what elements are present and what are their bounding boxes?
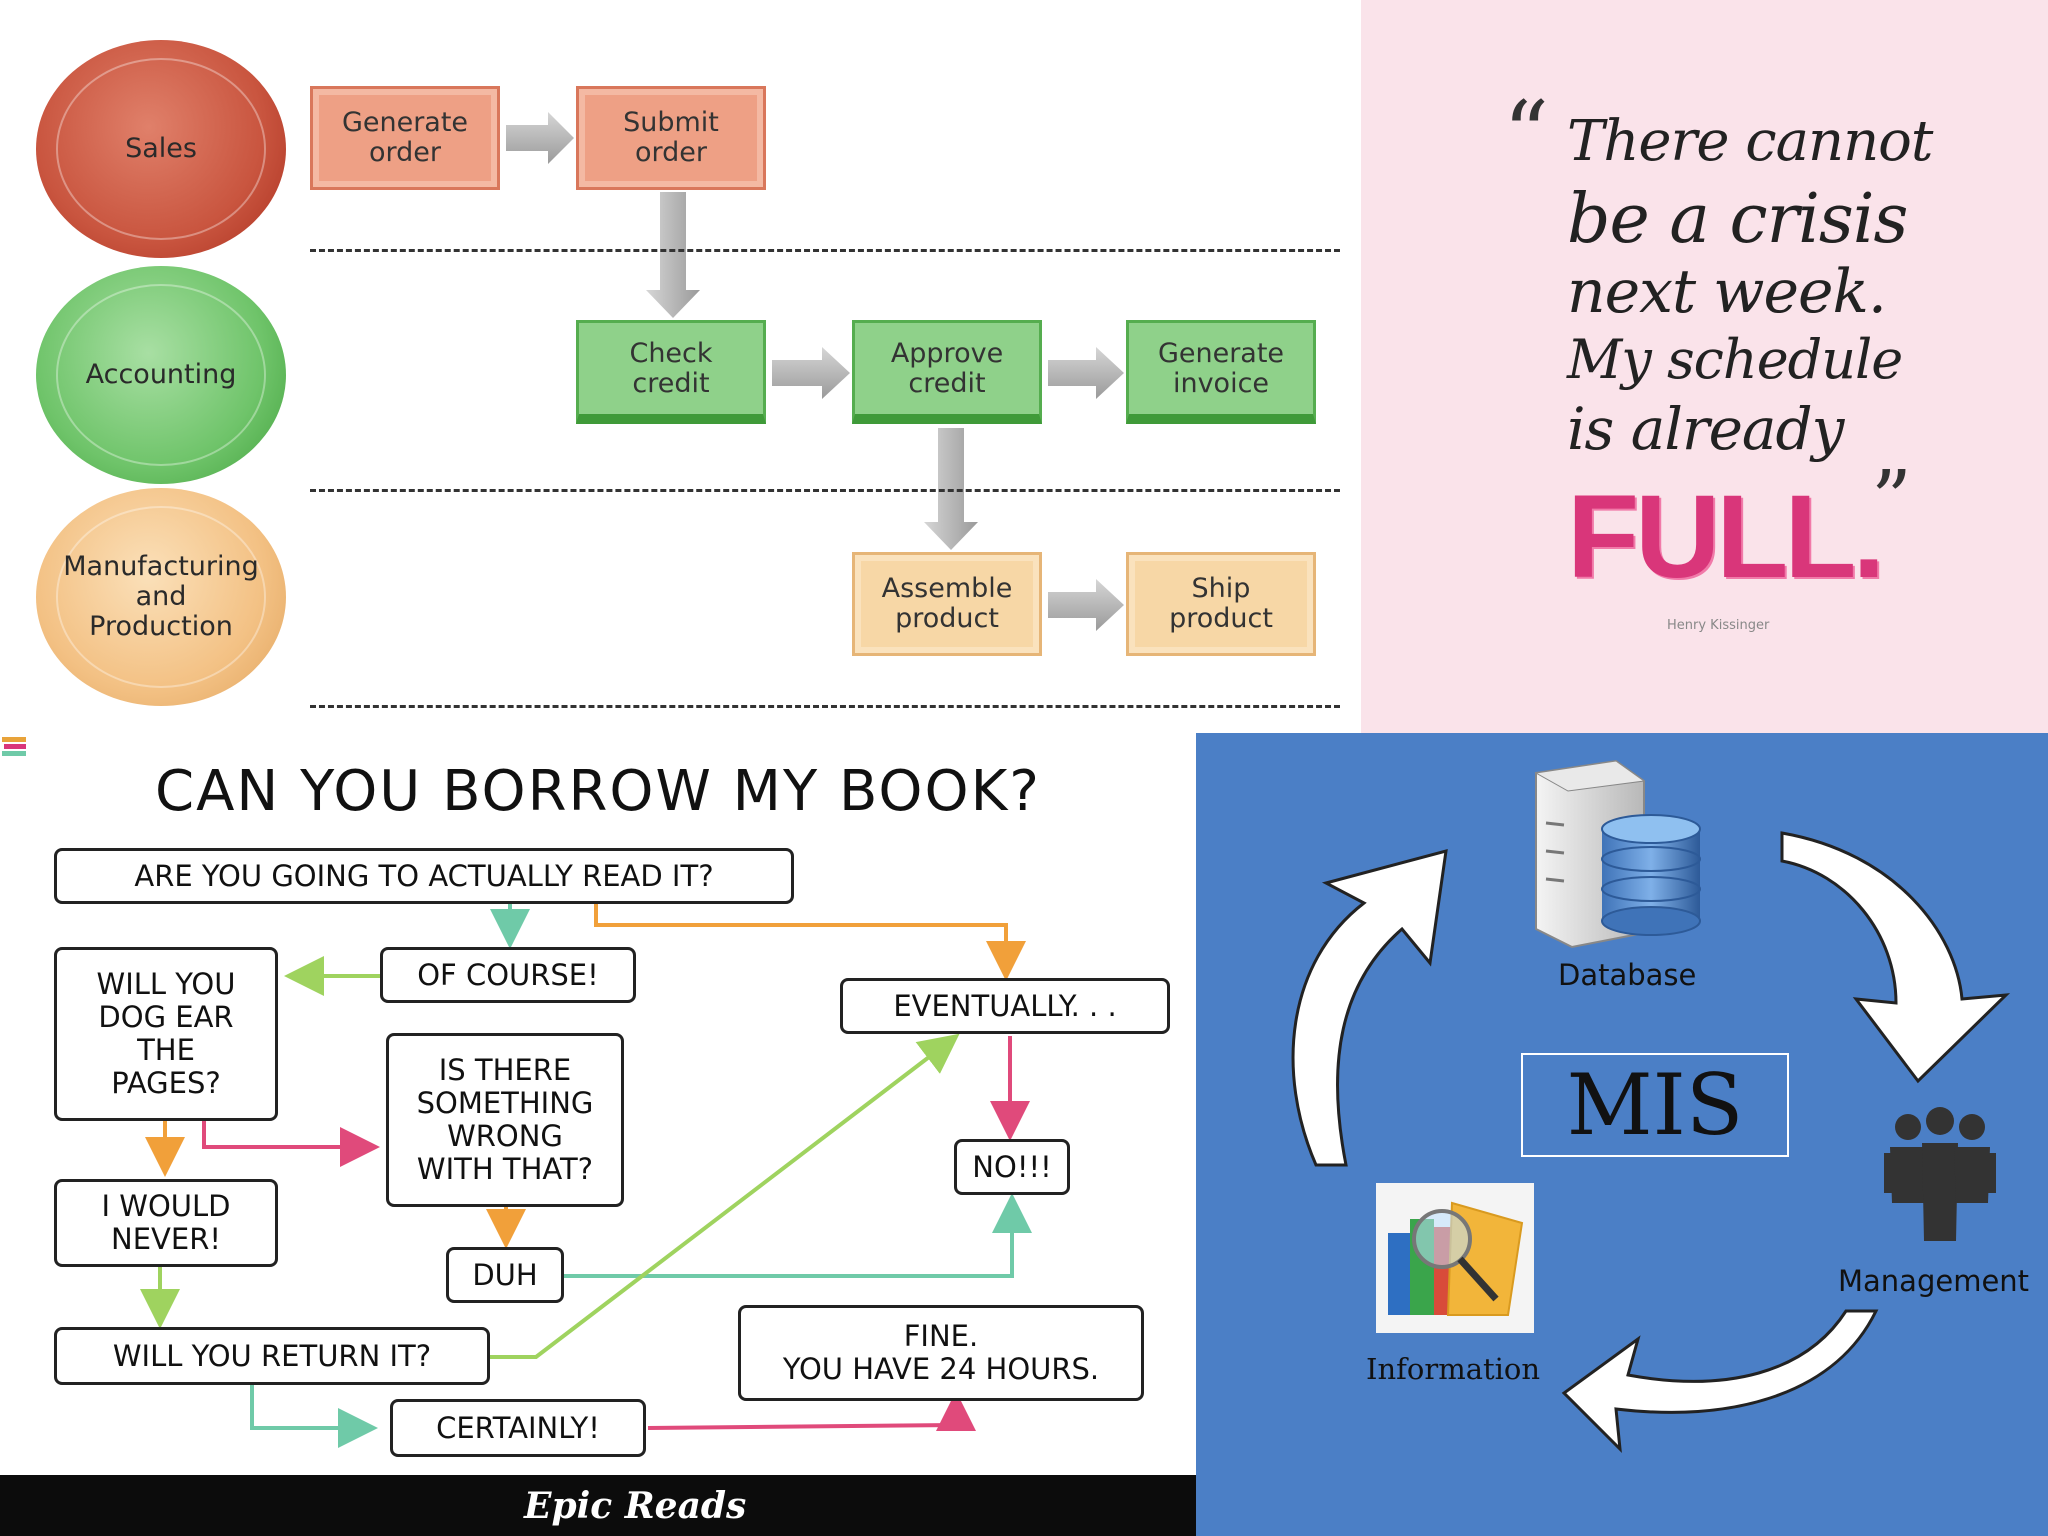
arrow-approve-to-invoice — [1048, 347, 1124, 399]
step-label: Generate — [341, 107, 469, 138]
mis-center-box: MIS — [1521, 1053, 1789, 1157]
label-database: Database — [1558, 958, 1697, 992]
arrow-generate-to-submit — [506, 112, 574, 164]
step-label: credit — [908, 367, 986, 399]
lane-divider — [310, 705, 1340, 708]
box-dog-ear: WILL YOU DOG EAR THE PAGES? — [54, 947, 278, 1121]
lane-divider — [310, 249, 1340, 252]
department-sales: Sales — [36, 40, 286, 258]
footer-bar — [0, 1475, 1196, 1536]
arrow-dogear-to-wrong — [202, 1121, 380, 1167]
step-label: Check — [629, 337, 713, 369]
process-arrows — [506, 112, 1124, 631]
label-management: Management — [1838, 1264, 2030, 1298]
quote-emphasis: FULL. — [1567, 471, 1885, 603]
borrow-book-flowchart-panel: CAN YOU BORROW MY BOOK? ARE YOU GOING TO… — [0, 733, 1196, 1536]
cycle-arrow-left — [1291, 848, 1448, 1167]
step-label: order — [368, 137, 441, 168]
lane-divider — [310, 489, 1340, 492]
department-accounting: Accounting — [36, 266, 286, 484]
box-line: THE — [137, 1033, 195, 1067]
arrow-submit-to-check — [646, 192, 700, 318]
box-line: IS THERE — [438, 1053, 572, 1087]
arrow-duh-to-no — [564, 1193, 1032, 1278]
box-line: YOU HAVE 24 HOURS. — [782, 1352, 1100, 1386]
box-never: I WOULD NEVER! — [54, 1179, 278, 1267]
quote-close-mark: ” — [1871, 453, 1912, 546]
information-folders-icon — [1376, 1183, 1534, 1333]
box-no: NO!!! — [954, 1139, 1070, 1195]
box-line: DOG EAR — [98, 1000, 234, 1034]
cycle-arrow-top-right — [1780, 831, 2011, 1084]
label-information: Information — [1366, 1352, 1541, 1386]
box-duh: DUH — [446, 1247, 564, 1303]
brand-logo: Epic Reads — [524, 1485, 747, 1527]
arrow-read-to-eventually — [594, 904, 1026, 981]
flowchart-title: CAN YOU BORROW MY BOOK? — [154, 759, 1042, 824]
box-line: WRONG — [447, 1119, 563, 1153]
box-something-wrong: IS THERE SOMETHING WRONG WITH THAT? — [386, 1033, 624, 1207]
arrow-return-to-certainly — [250, 1385, 378, 1448]
box-line: WITH THAT? — [416, 1152, 594, 1186]
quote-line-1: There cannot — [1567, 109, 1933, 174]
management-people-icon — [1884, 1107, 1996, 1241]
quote-line-3: next week. — [1567, 257, 1887, 327]
process-flow-panel: Sales Accounting Manufacturing and Produ… — [0, 0, 1361, 733]
step-label: Submit — [623, 107, 719, 138]
flowchart-arrows — [140, 904, 1032, 1448]
box-line: I WOULD — [101, 1189, 231, 1223]
box-return-it: WILL YOU RETURN IT? — [54, 1327, 490, 1385]
mis-graphics — [1291, 759, 2011, 1454]
box-line: PAGES? — [111, 1066, 221, 1100]
step-label: product — [895, 603, 999, 634]
arrow-return-to-eventually — [490, 1033, 960, 1359]
quote-line-5: is already — [1567, 395, 1844, 463]
arrow-certainly-to-fine — [647, 1391, 976, 1431]
step-label: Generate — [1157, 337, 1285, 369]
step-label: invoice — [1172, 367, 1270, 399]
step-label: order — [635, 137, 707, 168]
department-manufacturing-label: Manufacturing and Production — [63, 551, 259, 642]
box-line: NEVER! — [111, 1222, 221, 1256]
box-line: SOMETHING — [416, 1086, 594, 1120]
box-of-course: OF COURSE! — [380, 947, 636, 1003]
quote-line-2: be a crisis — [1567, 180, 1908, 259]
box-read-it: ARE YOU GOING TO ACTUALLY READ IT? — [54, 848, 794, 904]
books-icon — [2, 737, 26, 756]
box-line: WILL YOU — [96, 967, 236, 1001]
arrow-check-to-approve — [772, 347, 850, 399]
step-label: Ship — [1191, 573, 1251, 604]
department-manufacturing: Manufacturing and Production — [36, 488, 286, 706]
quote-open-mark: “ — [1503, 82, 1550, 187]
box-eventually: EVENTUALLY. . . — [840, 978, 1170, 1034]
quote-line-4: My schedule — [1567, 328, 1903, 391]
box-line: FINE. — [903, 1319, 979, 1353]
mis-cycle-panel: MIS Database Management Information — [1196, 733, 2048, 1536]
box-certainly: CERTAINLY! — [390, 1399, 646, 1457]
box-fine: FINE. YOU HAVE 24 HOURS. — [738, 1305, 1144, 1401]
step-label: product — [1169, 603, 1273, 634]
quote-panel: “ There cannot be a crisis next week. My… — [1361, 0, 2048, 733]
server-database-icon — [1534, 759, 1701, 949]
cycle-arrow-bottom — [1561, 1309, 1879, 1454]
step-label: Approve — [890, 337, 1004, 369]
step-label: credit — [632, 367, 710, 399]
step-label: Assemble — [881, 573, 1013, 604]
quote-author: Henry Kissinger — [1667, 618, 1770, 633]
arrow-assemble-to-ship — [1048, 579, 1124, 631]
